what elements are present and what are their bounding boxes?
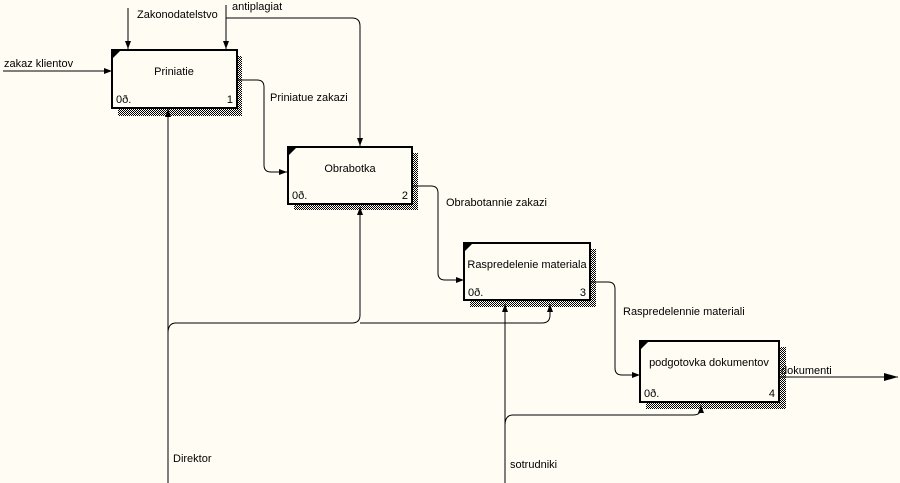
box-number-4: 4 — [769, 388, 775, 400]
label-raspredelennie-materiali: Raspredelennie materiali — [623, 306, 745, 318]
box-cost-3: 0ð. — [468, 287, 483, 299]
arrow-priniatue-zakazi[interactable] — [237, 79, 287, 175]
label-obrabotannie-zakazi: Obrabotannie zakazi — [446, 197, 547, 209]
label-antiplagiat: antiplagiat — [232, 1, 282, 13]
box-cost-1: 0ð. — [116, 94, 131, 106]
label-dokumenti: dokumenti — [781, 365, 832, 377]
arrow-sotrudniki-box4[interactable] — [504, 405, 704, 426]
box-number-2: 2 — [402, 190, 408, 202]
label-zakaz-klientov: zakaz klientov — [4, 58, 74, 70]
box-name-1: Priniatie — [154, 66, 194, 78]
arrow-direktor-box2[interactable] — [167, 207, 363, 334]
box-number-1: 1 — [227, 94, 233, 106]
arrow-antiplagiat-box2[interactable] — [226, 17, 363, 146]
label-direktor: Direktor — [173, 453, 212, 465]
box-cost-2: 0ð. — [292, 190, 307, 202]
arrow-direktor-box3[interactable] — [360, 304, 553, 324]
arrow-obrabotannie-zakazi[interactable] — [412, 185, 464, 283]
label-priniatue-zakazi: Priniatue zakazi — [270, 92, 348, 104]
box-name-3: Raspredelenie materiala — [467, 259, 587, 271]
activity-box-2[interactable]: Obrabotka 0ð. 2 — [287, 146, 413, 205]
box-name-2: Obrabotka — [324, 163, 376, 175]
label-sotrudniki: sotrudniki — [510, 459, 557, 471]
box-cost-4: 0ð. — [644, 388, 659, 400]
activity-box-1[interactable]: Priniatie 0ð. 1 — [111, 49, 238, 109]
activity-box-3[interactable]: Raspredelenie materiala 0ð. 3 — [463, 242, 591, 301]
label-zakonodatelstvo: Zakonodatelstvo — [137, 9, 218, 21]
box-number-3: 3 — [580, 287, 586, 299]
arrow-raspredelennie-materiali[interactable] — [590, 281, 640, 378]
box-name-4: podgotovka dokumentov — [649, 357, 769, 369]
activity-box-4[interactable]: podgotovka dokumentov 0ð. 4 — [639, 340, 780, 403]
